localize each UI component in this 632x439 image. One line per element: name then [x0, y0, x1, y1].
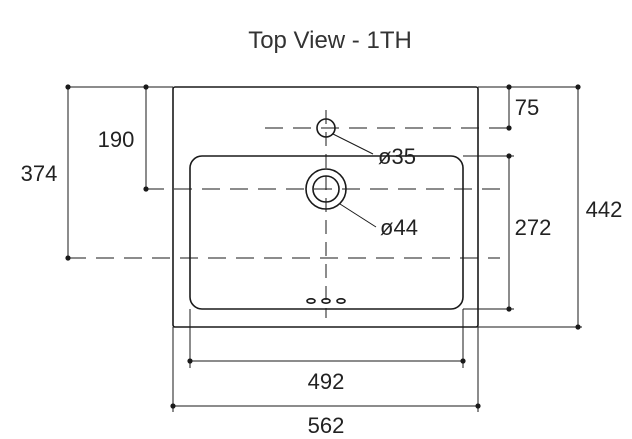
dim-dot — [65, 255, 71, 261]
tap-hole-icon — [316, 118, 336, 138]
drain-inner-icon — [312, 175, 340, 203]
dim-label-442: 442 — [586, 197, 623, 222]
dim-dot — [475, 403, 481, 409]
dim-dot — [575, 324, 581, 330]
drain-diameter-label: ø44 — [380, 215, 418, 240]
dim-dot — [187, 358, 193, 364]
drain-outer-icon — [305, 168, 347, 210]
dim-dot — [506, 153, 512, 159]
dim-dot — [65, 84, 71, 90]
drain-leader — [339, 203, 377, 228]
dim-dot — [143, 186, 149, 192]
overflow-hole-icon — [321, 297, 331, 304]
dim-dot — [143, 84, 149, 90]
dim-label-374: 374 — [21, 161, 58, 186]
dim-label-562: 562 — [308, 413, 345, 438]
dim-dot — [506, 84, 512, 90]
dim-label-272: 272 — [515, 215, 552, 240]
dim-dot — [575, 84, 581, 90]
drawing-title: Top View - 1TH — [248, 27, 412, 54]
overflow-hole-icon — [306, 297, 316, 304]
overflow-hole-icon — [336, 297, 346, 304]
tap-hole-diameter-label: ø35 — [378, 144, 416, 169]
dim-dot — [170, 403, 176, 409]
tap-hole-leader — [332, 133, 374, 155]
dim-dot — [460, 358, 466, 364]
dim-dot — [506, 306, 512, 312]
dim-dot — [506, 125, 512, 131]
dim-label-492: 492 — [308, 369, 345, 394]
dim-label-75: 75 — [515, 95, 539, 120]
basin-outer-outline — [172, 86, 479, 328]
dim-label-190: 190 — [98, 127, 135, 152]
